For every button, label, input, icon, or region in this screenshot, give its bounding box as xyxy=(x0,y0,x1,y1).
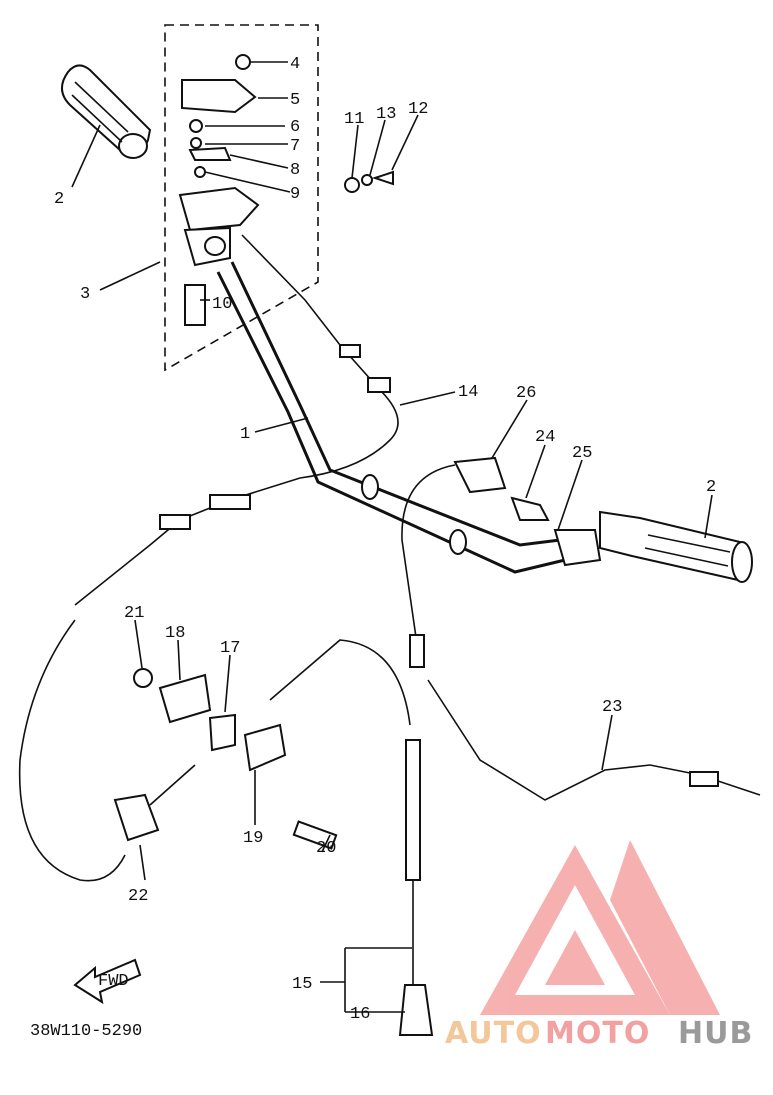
watermark-moto: MOTO xyxy=(545,1016,650,1051)
callout-19: 19 xyxy=(243,829,263,848)
left-grip xyxy=(61,64,152,159)
watermark-hub: HUB xyxy=(678,1016,753,1051)
callout-2-left: 2 xyxy=(54,190,64,209)
fwd-arrow: FWD xyxy=(73,958,142,1005)
callout-7: 7 xyxy=(290,137,300,156)
cable-15 xyxy=(269,639,434,1036)
callout-3: 3 xyxy=(80,285,90,304)
lower-parts xyxy=(113,668,338,850)
callout-25: 25 xyxy=(572,444,592,463)
callout-20: 20 xyxy=(316,839,336,858)
callout-11: 11 xyxy=(344,110,364,129)
callout-23: 23 xyxy=(602,698,622,717)
callout-24: 24 xyxy=(535,428,555,447)
callout-10: 10 xyxy=(212,295,232,314)
callout-14: 14 xyxy=(458,383,478,402)
throttle-assembly-box xyxy=(164,24,319,372)
callout-5: 5 xyxy=(290,91,300,110)
callout-6: 6 xyxy=(290,118,300,137)
callout-labels: 4 5 6 7 8 9 2 3 10 11 13 12 1 14 26 24 2… xyxy=(54,55,716,1024)
fwd-label: FWD xyxy=(98,972,129,991)
callout-26: 26 xyxy=(516,384,536,403)
callout-21: 21 xyxy=(124,604,144,623)
callout-16: 16 xyxy=(350,1005,370,1024)
callout-1: 1 xyxy=(240,425,250,444)
callout-2-right: 2 xyxy=(706,478,716,497)
callout-15: 15 xyxy=(292,975,312,994)
callout-13: 13 xyxy=(376,105,396,124)
throttle-housing xyxy=(178,54,394,326)
watermark-text: AUTO MOTO HUB xyxy=(445,1016,753,1051)
callout-12: 12 xyxy=(408,100,428,119)
callout-4: 4 xyxy=(290,55,300,74)
callout-22: 22 xyxy=(128,887,148,906)
callout-8: 8 xyxy=(290,161,300,180)
handlebar xyxy=(216,261,566,574)
watermark-auto: AUTO xyxy=(445,1016,542,1051)
leader-lines xyxy=(71,61,713,1013)
callout-18: 18 xyxy=(165,624,185,643)
diagram-code: 38W110-5290 xyxy=(30,1022,142,1041)
callout-17: 17 xyxy=(220,639,240,658)
throttle-cable xyxy=(18,234,399,882)
watermark-logo xyxy=(480,840,720,1015)
cable-23 xyxy=(401,464,761,801)
callout-9: 9 xyxy=(290,185,300,204)
lever-assembly xyxy=(453,456,602,567)
right-grip xyxy=(599,510,753,583)
